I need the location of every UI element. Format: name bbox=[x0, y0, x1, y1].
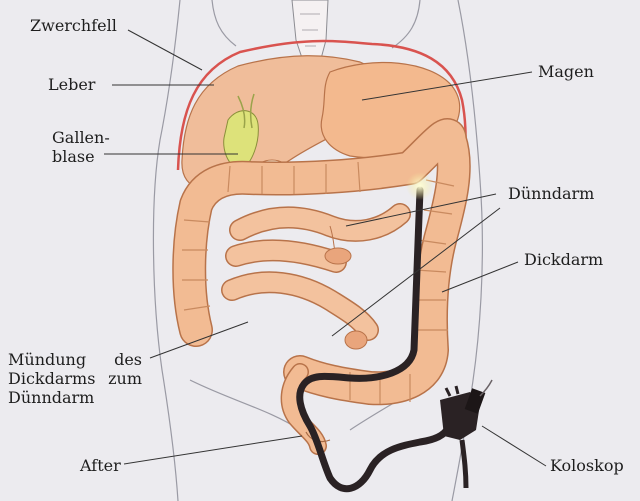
label-magen: Magen bbox=[538, 62, 594, 81]
label-muendung-line1: Mündung des bbox=[8, 350, 142, 369]
label-muendung-line3: Dünndarm bbox=[8, 388, 142, 407]
leader-zwerchfell bbox=[128, 30, 202, 70]
label-muendung: Mündung des Dickdarms zum Dünndarm bbox=[8, 350, 142, 407]
leader-dickdarm bbox=[442, 262, 518, 292]
leader-koloskop bbox=[482, 426, 546, 466]
label-after: After bbox=[80, 456, 121, 475]
endoscope-tip-light bbox=[406, 172, 434, 200]
label-duenndarm: Dünndarm bbox=[508, 184, 594, 203]
label-dickdarm: Dickdarm bbox=[524, 250, 603, 269]
small-intestine bbox=[232, 214, 400, 349]
label-leber: Leber bbox=[48, 75, 95, 94]
label-gallenblase-line2: blase bbox=[52, 147, 110, 166]
label-koloskop: Koloskop bbox=[550, 456, 624, 475]
leader-after bbox=[124, 436, 302, 464]
endoscope-handle bbox=[440, 380, 492, 488]
label-muendung-line2: Dickdarms zum bbox=[8, 369, 142, 388]
label-gallenblase-line1: Gallen- bbox=[52, 128, 110, 147]
label-gallenblase: Gallen- blase bbox=[52, 128, 110, 166]
label-zwerchfell: Zwerchfell bbox=[30, 16, 117, 35]
